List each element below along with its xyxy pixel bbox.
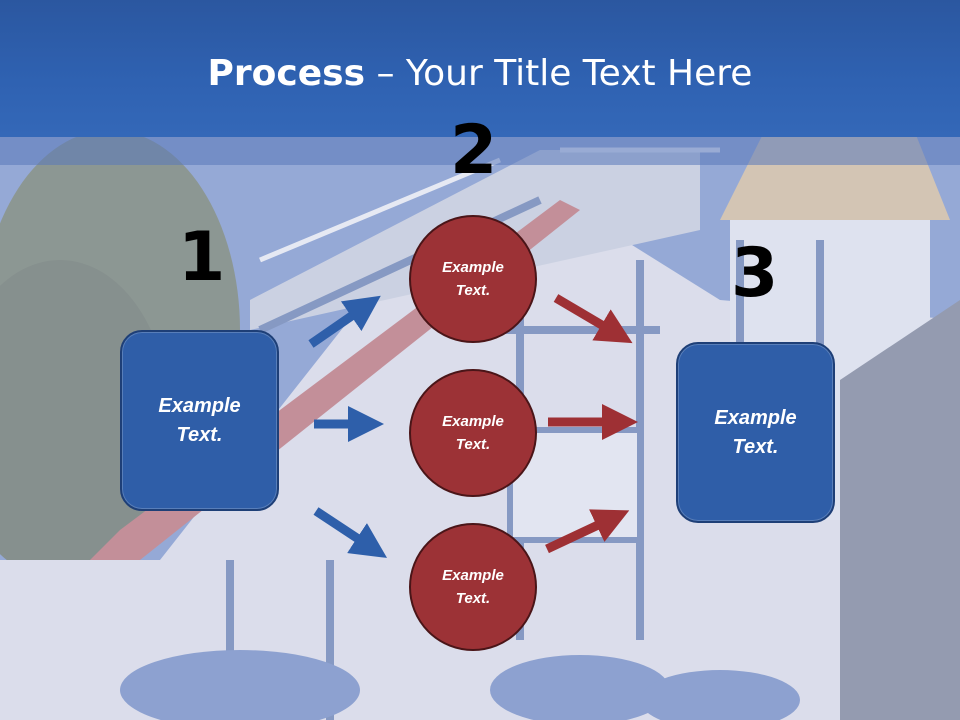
right-box-line2: Text. (732, 435, 779, 458)
arrow-blue-down (313, 507, 388, 558)
circle-bottom-line1: Example (442, 567, 504, 584)
arrow-blue-up (308, 295, 381, 348)
step-number-2: 2 (450, 111, 498, 190)
step-number-1: 1 (178, 218, 226, 297)
title-bar (0, 0, 960, 137)
circle-middle-line1: Example (442, 413, 504, 430)
left-box-line2: Text. (176, 423, 223, 446)
title-band (0, 137, 960, 165)
slide-title-bold: Process (207, 53, 366, 94)
arrow-red-down (553, 294, 633, 344)
right-box-line1: Example (714, 406, 797, 429)
slide-title: Process – Your Title Text Here (0, 52, 960, 96)
circle-top-line2: Text. (455, 282, 491, 299)
circle-top-line1: Example (442, 259, 504, 276)
circle-middle-line2: Text. (455, 436, 491, 453)
arrow-red-up (545, 509, 630, 554)
circle-bottom-line2: Text. (455, 590, 491, 607)
left-box-line1: Example (158, 394, 241, 417)
slide-title-rest: – Your Title Text Here (365, 53, 753, 94)
step-number-3: 3 (731, 234, 779, 313)
